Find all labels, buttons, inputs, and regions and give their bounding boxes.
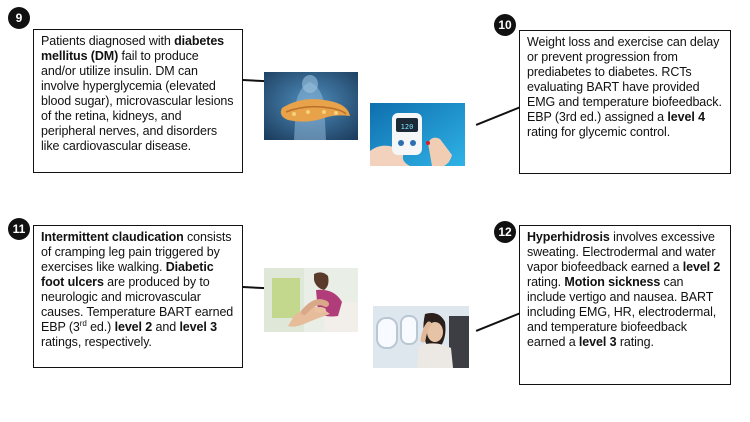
info-box-diabetes: Patients diagnosed with diabetes mellitu…: [33, 29, 243, 173]
text-segment: ed.): [86, 320, 115, 334]
panel-number-badge: 10: [494, 14, 516, 36]
connector-line: [242, 286, 266, 289]
panel-number: 12: [498, 225, 512, 239]
connector-line: [475, 106, 520, 126]
glucometer-readout: 120: [401, 123, 414, 131]
airplane-illustration: [373, 306, 469, 368]
info-text: Weight loss and exercise can delay or pr…: [527, 35, 722, 139]
bold-term: level 4: [667, 110, 705, 124]
leg-pain-illustration: [264, 268, 358, 332]
leg-pain-image: [264, 268, 358, 332]
text-segment: and: [152, 320, 180, 334]
text-segment: rating.: [616, 335, 654, 349]
glucometer-image: 120: [370, 103, 465, 166]
panel-number-badge: 12: [494, 221, 516, 243]
bold-term: Diabetic foot ulcers: [41, 260, 214, 289]
text-segment: can include vertigo and nausea. BART inc…: [527, 275, 717, 349]
text-segment: rating.: [527, 275, 565, 289]
bold-term: level 3: [179, 320, 217, 334]
anatomy-pancreas-image: [264, 72, 358, 140]
info-text: Patients diagnosed with diabetes mellitu…: [41, 34, 234, 153]
panel-number: 11: [12, 222, 26, 236]
bold-term: Intermittent claudication: [41, 230, 184, 244]
bold-term: Motion sickness: [564, 275, 661, 289]
text-segment: consists of cramping leg pain triggered …: [41, 230, 232, 274]
panel-number-badge: 11: [8, 218, 30, 240]
text-segment: rating for glycemic control.: [527, 125, 671, 139]
info-box-glycemic: Weight loss and exercise can delay or pr…: [519, 30, 731, 174]
bold-term: level 2: [114, 320, 153, 334]
info-box-claudication: Intermittent claudication consists of cr…: [33, 225, 243, 368]
text-segment: rd: [79, 318, 87, 328]
text-segment: involves excessive sweating. Electroderm…: [527, 230, 716, 274]
text-segment: Patients diagnosed with: [41, 34, 175, 48]
panel-number: 10: [498, 18, 512, 32]
bold-term: level 2: [682, 260, 721, 274]
panel-number-badge: 9: [8, 7, 30, 29]
bold-term: level 3: [578, 335, 617, 349]
info-text: Intermittent claudication consists of cr…: [41, 230, 233, 349]
info-text: Hyperhidrosis involves excessive sweatin…: [527, 230, 720, 349]
bold-term: diabetes mellitus (DM): [41, 34, 225, 63]
text-segment: ratings, respectively.: [41, 335, 152, 349]
glucometer-illustration: 120: [370, 103, 465, 166]
connector-line: [242, 79, 266, 82]
panel-number: 9: [15, 11, 23, 25]
info-box-hyperhidrosis: Hyperhidrosis involves excessive sweatin…: [519, 225, 731, 385]
bold-term: Hyperhidrosis: [527, 230, 610, 244]
connector-line: [475, 312, 520, 332]
anatomy-illustration: [264, 72, 358, 140]
text-segment: are produced by to neurologic and microv…: [41, 275, 234, 334]
text-segment: Weight loss and exercise can delay or pr…: [527, 35, 722, 124]
motion-sickness-image: [373, 306, 469, 368]
text-segment: fail to produce and/or utilize insulin. …: [41, 49, 234, 153]
